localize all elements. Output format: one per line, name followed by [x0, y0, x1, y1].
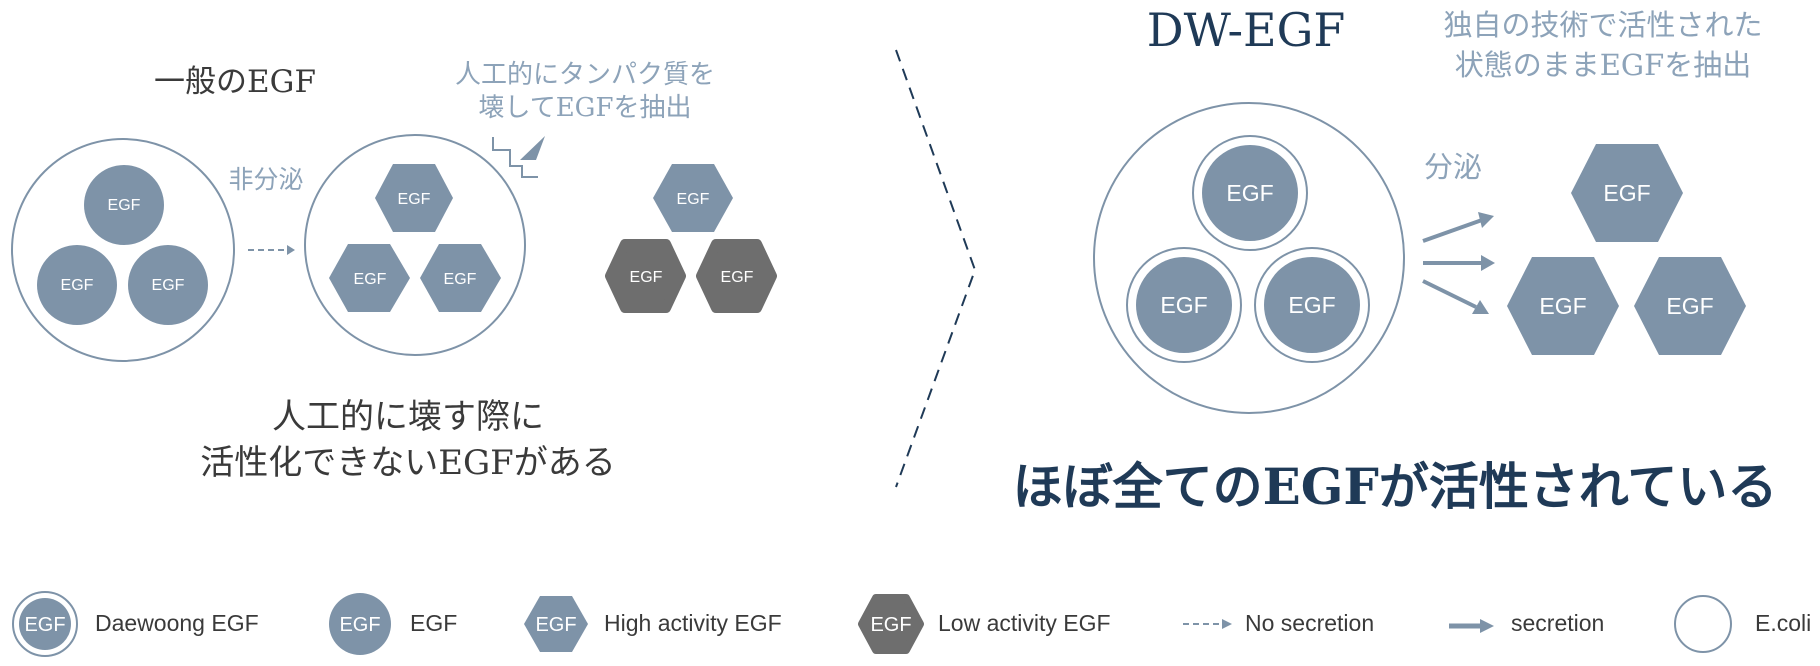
high-activity-hexagon: EGF	[420, 244, 501, 312]
right-section: DW-EGF 独自の技術で活性された 状態のままEGFを抽出 EGF EGF E…	[1013, 3, 1778, 516]
svg-text:EGF: EGF	[444, 271, 477, 288]
svg-text:EGF: EGF	[1226, 180, 1273, 206]
svg-text:EGF: EGF	[535, 614, 576, 636]
high-activity-hexagon: EGF	[653, 164, 733, 232]
egf-circle: EGF	[37, 245, 117, 325]
svg-text:EGF: EGF	[1160, 292, 1207, 318]
svg-text:EGF: EGF	[1288, 292, 1335, 318]
left-conclusion-line1: 人工的に壊す際に	[272, 397, 544, 437]
low-activity-hexagon: EGF	[696, 239, 777, 313]
no-secretion-arrowhead	[287, 245, 295, 255]
secretion-arrows	[1422, 212, 1495, 314]
svg-text:EGF: EGF	[1666, 293, 1713, 319]
ecoli-cell-3	[1093, 102, 1405, 414]
daewoong-egf: EGF	[1126, 247, 1242, 363]
legend-secretion-label: secretion	[1511, 610, 1604, 636]
left-conclusion-line2: 活性化できないEGFがある	[200, 443, 616, 483]
legend-ecoli-label: E.coli	[1755, 610, 1811, 636]
high-activity-hexagon: EGF	[375, 164, 453, 232]
legend-low-activity-icon: EGF	[858, 594, 924, 654]
svg-text:EGF: EGF	[24, 614, 65, 636]
high-activity-hexagon: EGF	[1507, 257, 1619, 355]
ecoli-cell-1	[11, 138, 235, 362]
legend-ecoli-icon	[1674, 595, 1732, 653]
legend: EGF Daewoong EGF EGF EGF EGF High activi…	[12, 591, 1811, 657]
legend-daewoong-egf-icon: EGF	[12, 591, 78, 657]
secretion-label: 分泌	[1424, 150, 1482, 184]
no-secretion-label: 非分泌	[228, 165, 303, 194]
break-mark-icon	[492, 136, 545, 178]
legend-secretion-arrow-icon	[1449, 619, 1494, 633]
left-title: 一般のEGF	[154, 64, 316, 100]
legend-egf-icon: EGF	[329, 593, 391, 655]
legend-egf-label: EGF	[410, 610, 457, 636]
right-note-line1: 独自の技術で活性された	[1443, 8, 1762, 42]
svg-text:EGF: EGF	[870, 614, 911, 636]
svg-text:EGF: EGF	[1603, 180, 1650, 206]
legend-low-activity-label: Low activity EGF	[938, 610, 1111, 636]
right-conclusion: ほぼ全てのEGFが活性されている	[1013, 457, 1778, 516]
left-section: 一般のEGF 人工的にタンパク質を 壊してEGFを抽出 EGF EGF EGF …	[11, 60, 777, 483]
legend-daewoong-egf-label: Daewoong EGF	[95, 610, 259, 636]
legend-high-activity-icon: EGF	[524, 596, 588, 652]
ecoli-cell-2	[304, 134, 526, 356]
left-note-line1: 人工的にタンパク質を	[455, 60, 715, 90]
svg-text:EGF: EGF	[398, 191, 431, 208]
left-note-line2: 壊してEGFを抽出	[478, 93, 691, 123]
svg-text:EGF: EGF	[677, 191, 710, 208]
svg-text:EGF: EGF	[721, 269, 754, 286]
right-note-line2: 状態のままEGFを抽出	[1455, 48, 1751, 82]
right-title: DW-EGF	[1147, 3, 1346, 57]
legend-no-secretion-label: No secretion	[1245, 610, 1374, 636]
svg-text:EGF: EGF	[61, 277, 94, 294]
high-activity-hexagon: EGF	[1571, 144, 1683, 242]
svg-text:EGF: EGF	[1539, 293, 1586, 319]
chevron-divider	[895, 49, 977, 488]
svg-text:EGF: EGF	[354, 271, 387, 288]
daewoong-egf: EGF	[1254, 247, 1370, 363]
high-activity-hexagon: EGF	[1634, 257, 1746, 355]
egf-circle: EGF	[84, 165, 164, 245]
legend-high-activity-label: High activity EGF	[604, 610, 782, 636]
egf-circle: EGF	[128, 245, 208, 325]
svg-text:EGF: EGF	[339, 614, 380, 636]
svg-text:EGF: EGF	[152, 277, 185, 294]
high-activity-hexagon: EGF	[329, 244, 410, 312]
daewoong-egf: EGF	[1192, 135, 1308, 251]
svg-text:EGF: EGF	[108, 197, 141, 214]
legend-no-secretion-arrow-icon	[1183, 619, 1232, 629]
svg-text:EGF: EGF	[630, 269, 663, 286]
low-activity-hexagon: EGF	[605, 239, 686, 313]
